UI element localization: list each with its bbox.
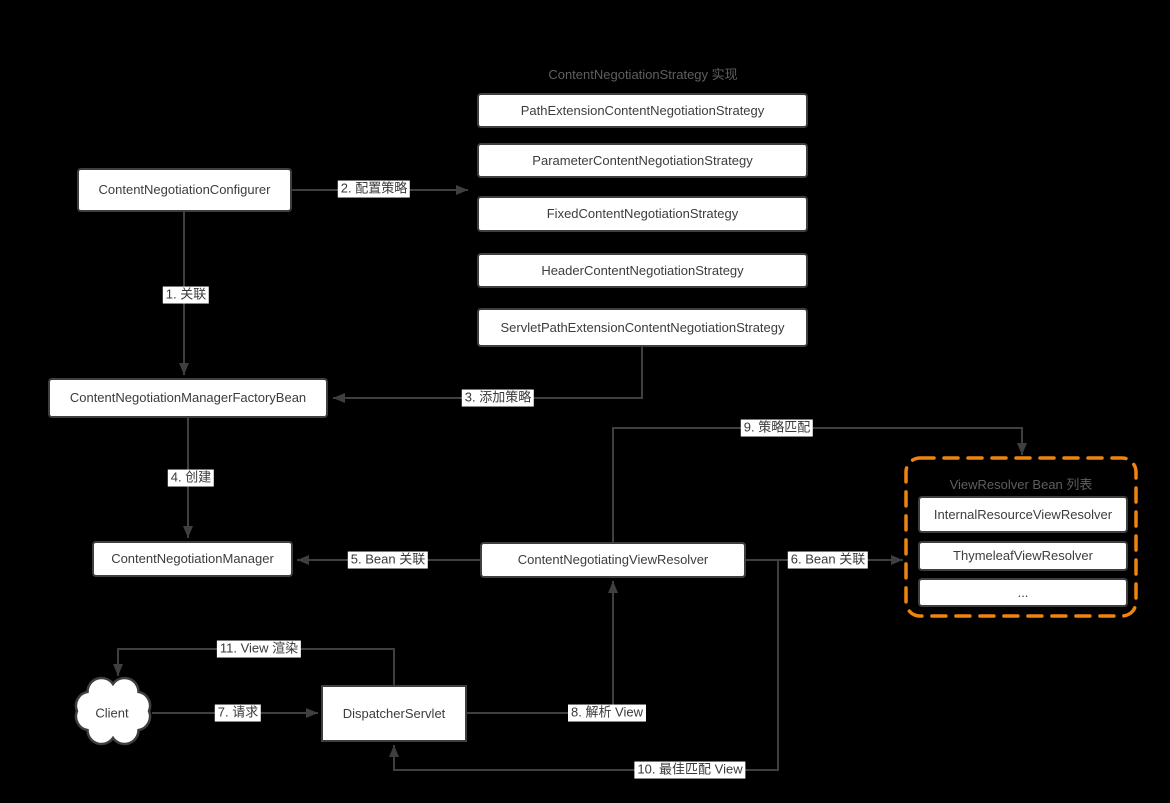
- node-thymeleaf-view-resolver: ThymeleafViewResolver: [918, 541, 1128, 571]
- node-fixed-strategy: FixedContentNegotiationStrategy: [477, 196, 808, 232]
- client-cloud: [74, 676, 152, 746]
- node-content-negotiation-configurer: ContentNegotiationConfigurer: [77, 168, 292, 212]
- edge-3-add-strategies: [333, 347, 643, 403]
- edge-label-11-view-render: 11. View 渲染: [216, 640, 302, 658]
- node-content-negotiation-manager: ContentNegotiationManager: [92, 541, 293, 577]
- node-path-extension-strategy: PathExtensionContentNegotiationStrategy: [477, 93, 808, 128]
- edge-label-1-associate: 1. 关联: [162, 286, 210, 304]
- edge-8-resolve-view: [467, 581, 618, 714]
- client-label: Client: [95, 705, 129, 721]
- edge-label-6-bean-associate: 6. Bean 关联: [787, 551, 869, 569]
- edge-label-9-strategy-match: 9. 策略匹配: [740, 419, 814, 437]
- node-servlet-path-extension-strategy: ServletPathExtensionContentNegotiationSt…: [477, 308, 808, 347]
- node-parameter-strategy: ParameterContentNegotiationStrategy: [477, 143, 808, 178]
- edge-9-strategy-match: [612, 427, 1027, 542]
- edge-label-7-request: 7. 请求: [214, 704, 262, 722]
- node-dispatcher-servlet: DispatcherServlet: [321, 685, 467, 742]
- edge-label-2-configure-strategies: 2. 配置策略: [337, 180, 411, 198]
- node-internal-resource-view-resolver: InternalResourceViewResolver: [918, 496, 1128, 533]
- node-view-resolver-ellipsis: ...: [918, 578, 1128, 607]
- edge-label-4-create: 4. 创建: [167, 469, 215, 487]
- edge-label-3-add-strategies: 3. 添加策略: [461, 389, 535, 407]
- edge-label-5-bean-associate: 5. Bean 关联: [347, 551, 429, 569]
- node-header-strategy: HeaderContentNegotiationStrategy: [477, 253, 808, 288]
- node-content-negotiating-view-resolver: ContentNegotiatingViewResolver: [480, 542, 746, 578]
- view-resolver-group-border: [904, 456, 1138, 618]
- edge-label-8-resolve-view: 8. 解析 View: [567, 704, 647, 722]
- strategy-group-title: ContentNegotiationStrategy 实现: [548, 67, 738, 82]
- view-resolver-group-title: ViewResolver Bean 列表: [949, 477, 1093, 492]
- edge-10-best-match-view: [389, 560, 779, 771]
- edge-label-10-best-match-view: 10. 最佳匹配 View: [634, 761, 746, 779]
- node-content-negotiation-manager-factory-bean: ContentNegotiationManagerFactoryBean: [48, 378, 328, 418]
